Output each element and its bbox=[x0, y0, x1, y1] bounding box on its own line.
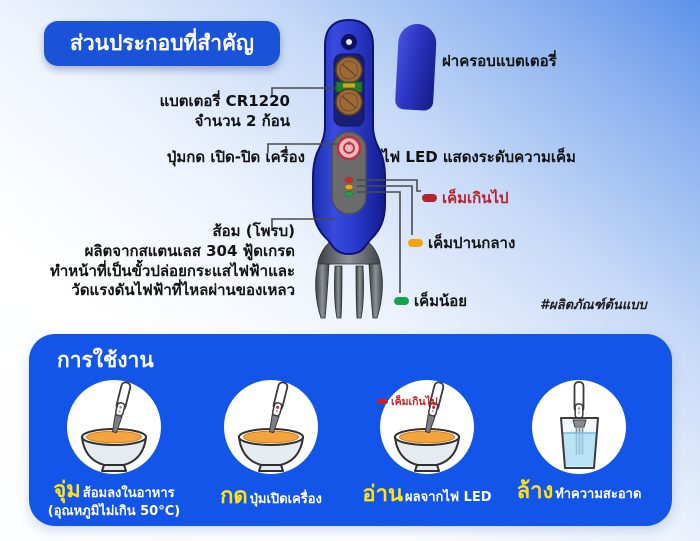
step2-text: ปุ่มเปิดเครื่อง bbox=[249, 492, 322, 507]
screw-icon bbox=[341, 34, 357, 50]
usage-section: การใช้งาน bbox=[29, 334, 672, 526]
page-title: ส่วนประกอบที่สำคัญ bbox=[44, 21, 280, 66]
power-button-icon bbox=[336, 135, 362, 161]
coin-battery-1 bbox=[335, 56, 363, 84]
step3-badge-label: เค็มเกินไป bbox=[391, 396, 438, 408]
probe-label-line3: ทำหน้าที่เป็นขั้วปล่อยกระแสไฟฟ้าและ bbox=[50, 261, 295, 280]
led-title: ไฟ LED แสดงระดับความเค็ม bbox=[382, 148, 576, 166]
probe-label-line2: ผลิตจากสแตนเลส 304 ฟู้ดเกรด bbox=[84, 241, 295, 260]
battery-cap-label: ฝาครอบแบตเตอรี่ bbox=[442, 52, 557, 70]
fork-in-bowl-led-icon bbox=[393, 381, 461, 472]
step3-led-result-badge: เค็มเกินไป bbox=[377, 393, 438, 410]
step1-text: ส้อมลงในอาหาร bbox=[82, 486, 175, 501]
step3-action: อ่าน bbox=[362, 482, 403, 507]
red-led-pill-icon bbox=[377, 399, 388, 404]
led-orange-icon bbox=[344, 184, 354, 190]
led-level-medium: เค็มปานกลาง bbox=[408, 231, 515, 255]
leader-lines bbox=[267, 87, 421, 293]
led-level-label: เค็มเกินไป bbox=[442, 189, 509, 207]
led-level-label: เค็มน้อย bbox=[414, 292, 468, 310]
coin-battery-2 bbox=[335, 88, 363, 116]
battery-label-line1: แบตเตอรี่ CR1220 bbox=[159, 92, 290, 110]
fork-in-bowl-icon bbox=[80, 381, 148, 472]
step3-circle bbox=[380, 380, 474, 474]
red-led-pill-icon bbox=[422, 194, 437, 202]
step1-action: จุ่ม bbox=[53, 478, 81, 503]
led-level-low: เค็มน้อย bbox=[394, 289, 467, 313]
led-green-icon bbox=[344, 191, 354, 197]
led-level-too-salty: เค็มเกินไป bbox=[422, 186, 509, 210]
step4-text: ทำความสะอาด bbox=[555, 487, 642, 502]
led-level-label: เค็มปานกลาง bbox=[428, 234, 516, 252]
green-led-pill-icon bbox=[394, 297, 409, 305]
step1-note: (อุณหภูมิไม่เกิน 50°C) bbox=[47, 504, 181, 519]
probe-label: ส้อม (โพรบ) ผลิตจากสแตนเลส 304 ฟู้ดเกรด … bbox=[35, 222, 295, 301]
step1-caption: จุ่ม ส้อมลงในอาหาร bbox=[32, 480, 196, 503]
battery-label: แบตเตอรี่ CR1220 จำนวน 2 ก้อน bbox=[90, 92, 290, 132]
step4-caption: ล้าง ทำความสะอาด bbox=[507, 481, 651, 504]
step3-text: ผลจากไฟ LED bbox=[405, 490, 492, 505]
probe-label-line1: ส้อม (โพรบ) bbox=[212, 222, 295, 240]
step3-caption: อ่าน ผลจากไฟ LED bbox=[355, 484, 499, 507]
fork-in-glass-icon bbox=[560, 381, 599, 469]
step2-action: กด bbox=[220, 484, 248, 509]
usage-title: การใช้งาน bbox=[57, 348, 154, 372]
prototype-hashtag: #ผลิตภัณฑ์ต้นแบบ bbox=[540, 298, 647, 313]
step4-action: ล้าง bbox=[516, 479, 554, 504]
smart-fork-illustration bbox=[312, 18, 386, 319]
battery-label-line2: จำนวน 2 ก้อน bbox=[194, 111, 290, 130]
fork-in-bowl-pressed-icon bbox=[237, 381, 305, 472]
led-red-icon bbox=[344, 177, 354, 183]
step4-circle bbox=[532, 380, 626, 474]
power-button-label: ปุ่มกด เปิด-ปิด เครื่อง bbox=[166, 148, 305, 166]
orange-led-pill-icon bbox=[408, 239, 423, 247]
probe-label-line4: วัดแรงดันไฟฟ้าที่ไหลผ่านของเหลว bbox=[71, 281, 295, 300]
step2-caption: กด ปุ่มเปิดเครื่อง bbox=[199, 486, 343, 509]
step2-circle bbox=[224, 380, 318, 474]
step1-circle bbox=[67, 380, 161, 474]
